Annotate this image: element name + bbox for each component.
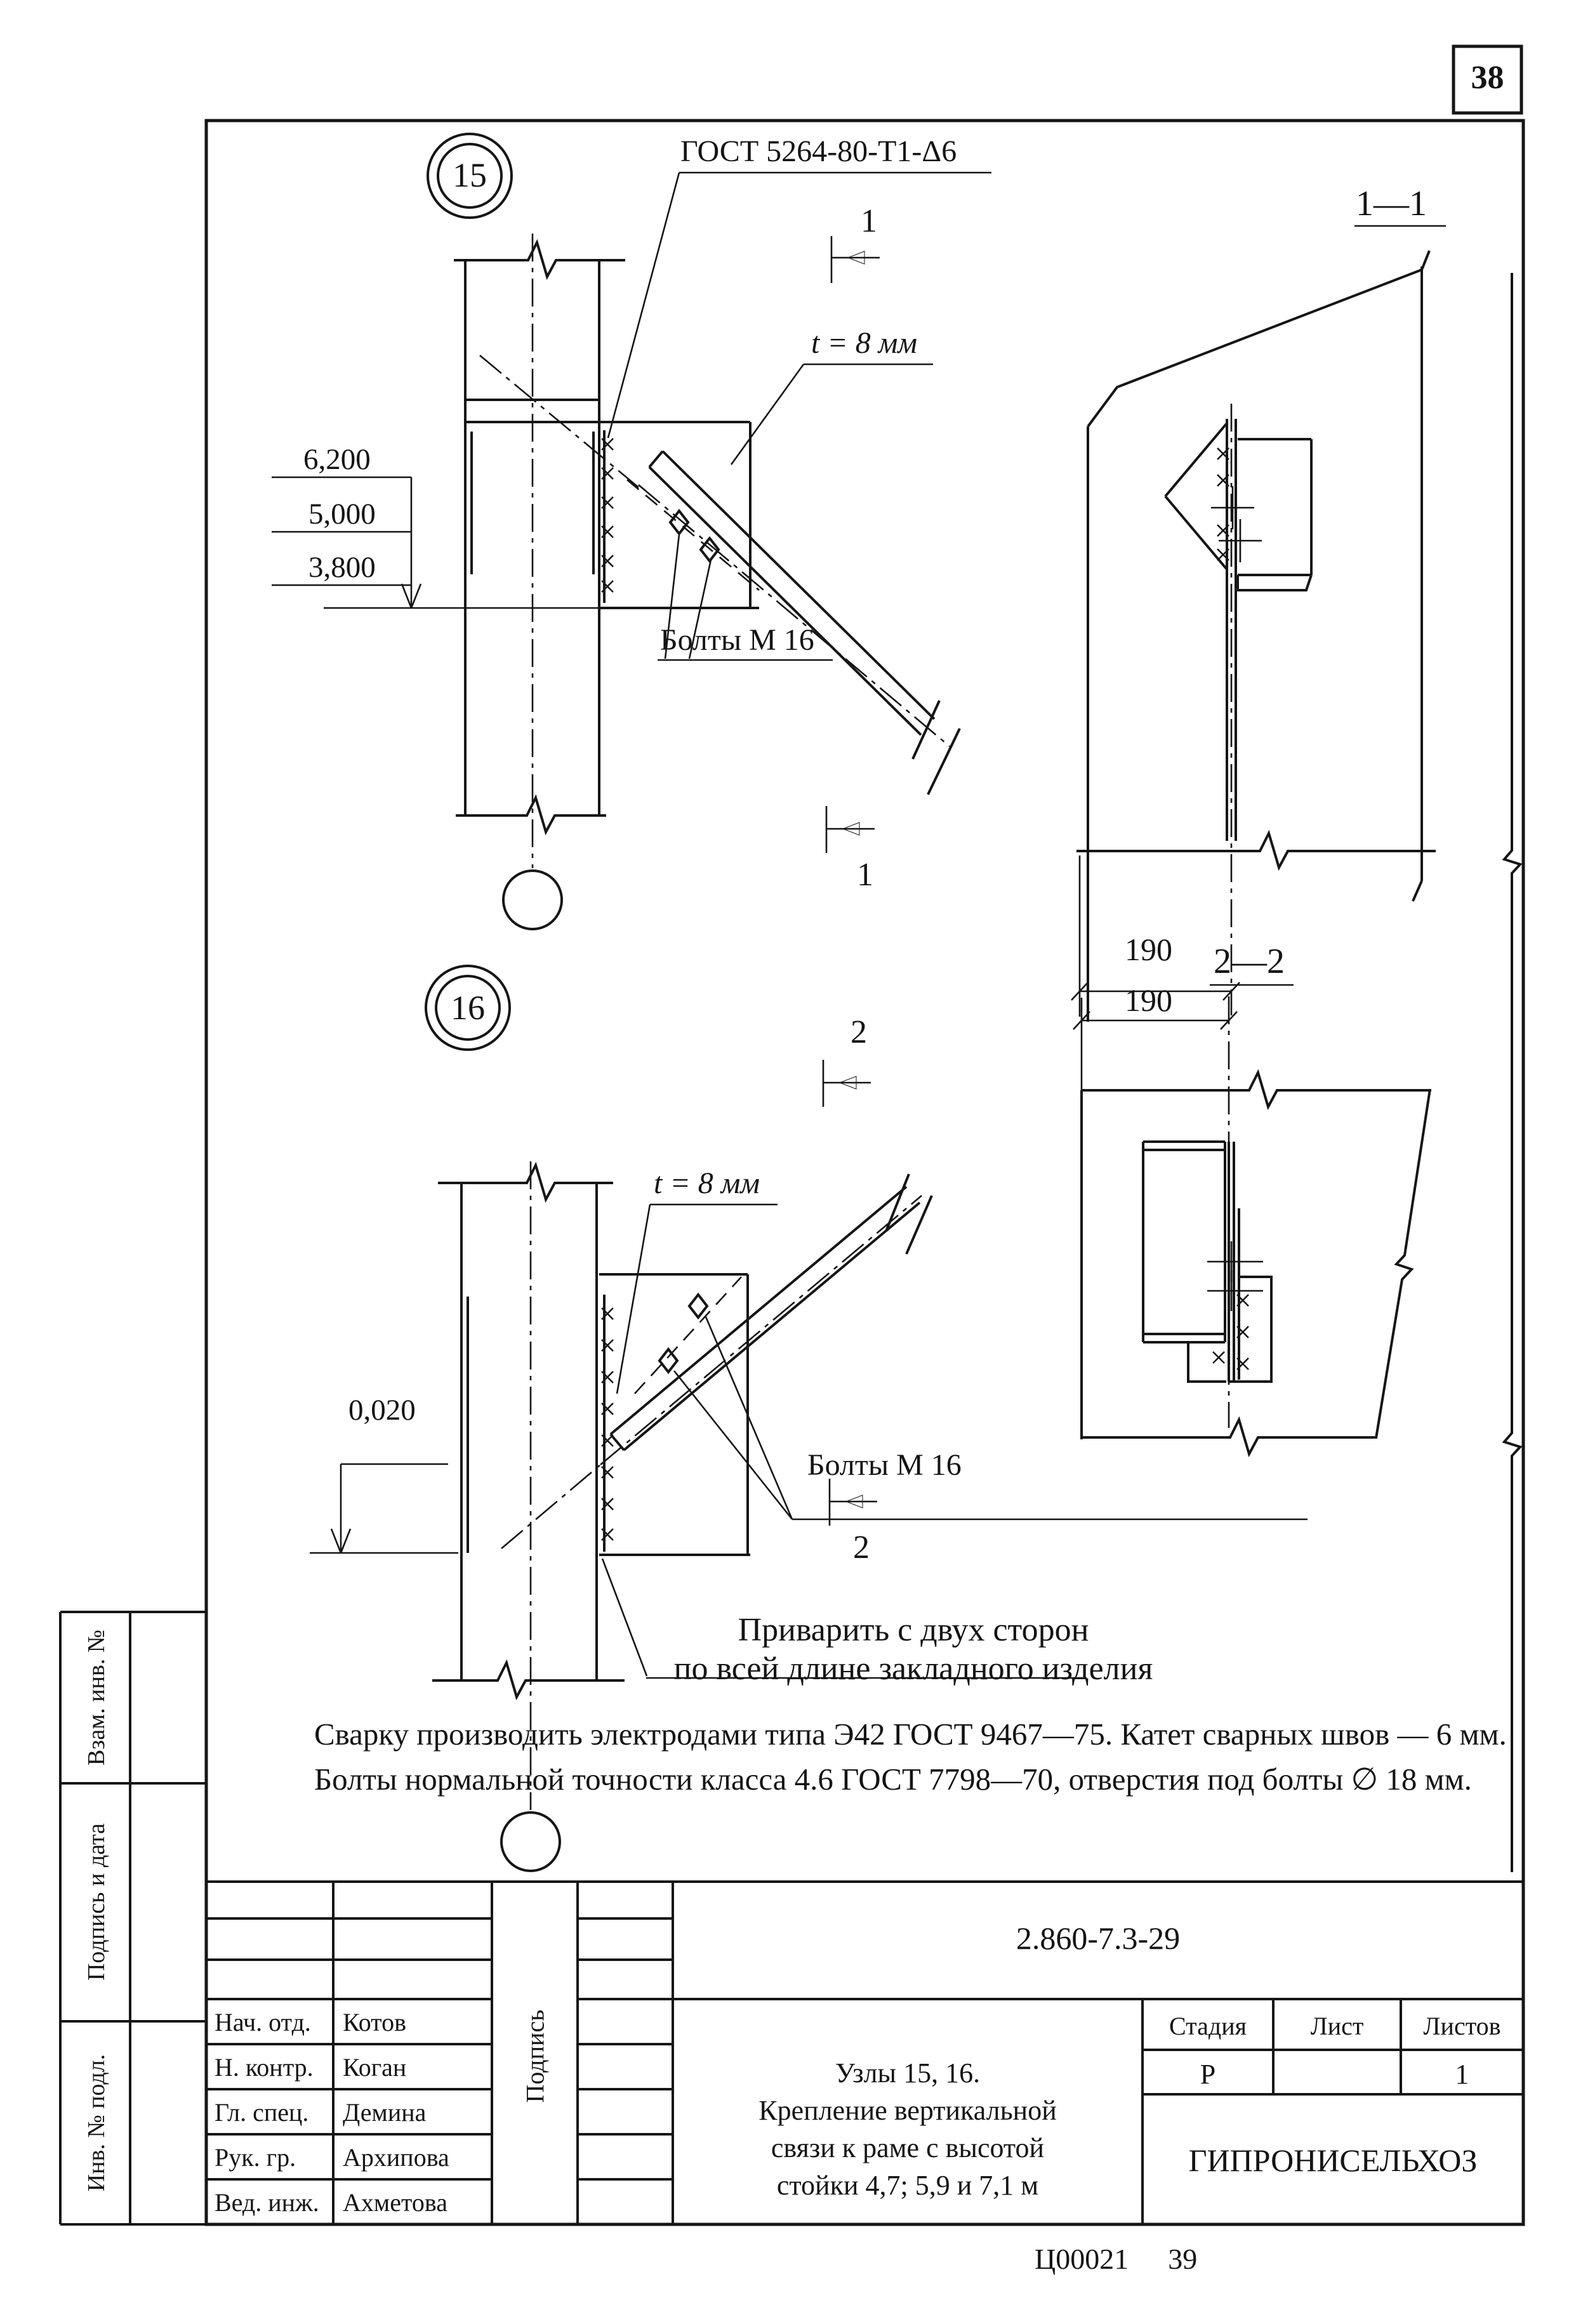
organization-name: ГИПРОНИСЕЛЬХОЗ bbox=[1188, 2142, 1478, 2178]
level-mark-3800: 3,800 bbox=[308, 551, 376, 584]
sidebar-label-podpis-data: Подпись и дата bbox=[83, 1823, 110, 1981]
section-mark-2-top: 2 bbox=[851, 1014, 867, 1050]
stamp-name-5: Ахметова bbox=[343, 2188, 448, 2217]
detail-15-thin bbox=[272, 171, 991, 930]
drawing-title-line2: Крепление вертикальной bbox=[758, 2094, 1057, 2126]
weld-note-line1: Приварить с двух сторон bbox=[738, 1612, 1089, 1648]
level-mark-6200: 6,200 bbox=[303, 443, 371, 476]
detail-16-arrowheads bbox=[838, 1076, 863, 1509]
drawing-title-line1: Узлы 15, 16. bbox=[835, 2057, 981, 2089]
sheet-frame bbox=[204, 44, 1525, 2226]
section-2-2-outline bbox=[1080, 1069, 1431, 1458]
drawing-title-line4: стойки 4,7; 5,9 и 7,1 м bbox=[776, 2169, 1039, 2201]
detail-15-bubble: 15 bbox=[453, 156, 487, 194]
detail-15-weld-gost-label: ГОСТ 5264-80-Т1-Δ6 bbox=[680, 135, 957, 168]
detail-15-arrowheads bbox=[842, 251, 865, 836]
stage-column-header: Стадия bbox=[1169, 2012, 1247, 2040]
detail-16-bolts-label: Болты М 16 bbox=[807, 1448, 962, 1482]
doc-number: 2.860-7.3-29 bbox=[1016, 1920, 1181, 1956]
title-block-grid bbox=[206, 1880, 1523, 2224]
stamp-name-4: Архипова bbox=[343, 2143, 449, 2172]
detail-15-thickness-label: t = 8 мм bbox=[811, 326, 917, 360]
general-notes: Сварку производить электродами типа Э42 … bbox=[219, 1712, 1521, 1802]
stamp-role-4: Рук. гр. bbox=[215, 2143, 296, 2172]
section-1-1-thin bbox=[1071, 225, 1446, 1017]
stamp-role-3: Гл. спец. bbox=[215, 2098, 309, 2127]
sheet-number: 38 bbox=[1471, 60, 1504, 96]
sheet-number-box bbox=[1452, 44, 1523, 115]
footer-code: Ц00021 bbox=[1035, 2243, 1129, 2275]
detail-16-thin bbox=[310, 1060, 1308, 1872]
detail-16-thickness-label: t = 8 мм bbox=[654, 1166, 760, 1200]
detail-16-outline bbox=[425, 965, 933, 1701]
footer: Ц00021 39 bbox=[1035, 2243, 1198, 2275]
weld-note: Приварить с двух сторон по всей длине за… bbox=[644, 1611, 1183, 1689]
sheets-value: 1 bbox=[1455, 2059, 1469, 2090]
sidebar-label-zam-inv: Взам. инв. № bbox=[83, 1629, 110, 1766]
stamp-name-2: Коган bbox=[343, 2053, 407, 2082]
detail-16-bubble: 16 bbox=[451, 989, 485, 1027]
sheets-column-header: Листов bbox=[1423, 2012, 1501, 2040]
section-2-2-thin bbox=[1073, 984, 1294, 1428]
sidebar-label-inv-podl: Инв. № подл. bbox=[83, 2054, 110, 2192]
stamp-role-5: Вед. инж. bbox=[215, 2188, 319, 2217]
level-mark-0020: 0,020 bbox=[348, 1394, 416, 1427]
drawing-title-line3: связи к раме с высотой bbox=[771, 2132, 1045, 2163]
sidebar-grid bbox=[59, 1611, 206, 2226]
section-1-1-outline bbox=[1076, 250, 1523, 1872]
stamp-role-1: Нач. отд. bbox=[215, 2008, 311, 2037]
stage-value: Р bbox=[1200, 2059, 1216, 2090]
section-1-1-title: 1—1 bbox=[1356, 184, 1427, 223]
section-mark-2-bottom: 2 bbox=[853, 1529, 870, 1566]
level-mark-5000: 5,000 bbox=[308, 498, 376, 531]
section-2-2-title: 2—2 bbox=[1214, 942, 1285, 981]
stamp-name-1: Котов bbox=[343, 2008, 406, 2037]
note-bolts: Болты нормальной точности класса 4.6 ГОС… bbox=[314, 1761, 1472, 1797]
stamp-name-3: Демина bbox=[343, 2098, 427, 2127]
weld-note-line2: по всей длине закладного изделия bbox=[673, 1651, 1153, 1687]
stamp-role-2: Н. контр. bbox=[215, 2053, 314, 2082]
drawing-title: Узлы 15, 16. Крепление вертикальной связ… bbox=[673, 2055, 1142, 2205]
note-welding: Сварку производить электродами типа Э42 … bbox=[314, 1717, 1507, 1752]
section-mark-1-top: 1 bbox=[861, 203, 877, 239]
signature-column-label: Подпись bbox=[520, 2009, 550, 2103]
detail-15-bolts-label: Болты М 16 bbox=[660, 623, 814, 657]
detail-15-outline bbox=[427, 133, 961, 836]
section-mark-1-bottom: 1 bbox=[857, 857, 873, 893]
section-2-2-dim-190: 190 bbox=[1125, 982, 1172, 1018]
sheet-column-header: Лист bbox=[1310, 2012, 1364, 2040]
footer-page: 39 bbox=[1168, 2243, 1198, 2275]
section-1-1-dim-190: 190 bbox=[1125, 932, 1172, 967]
